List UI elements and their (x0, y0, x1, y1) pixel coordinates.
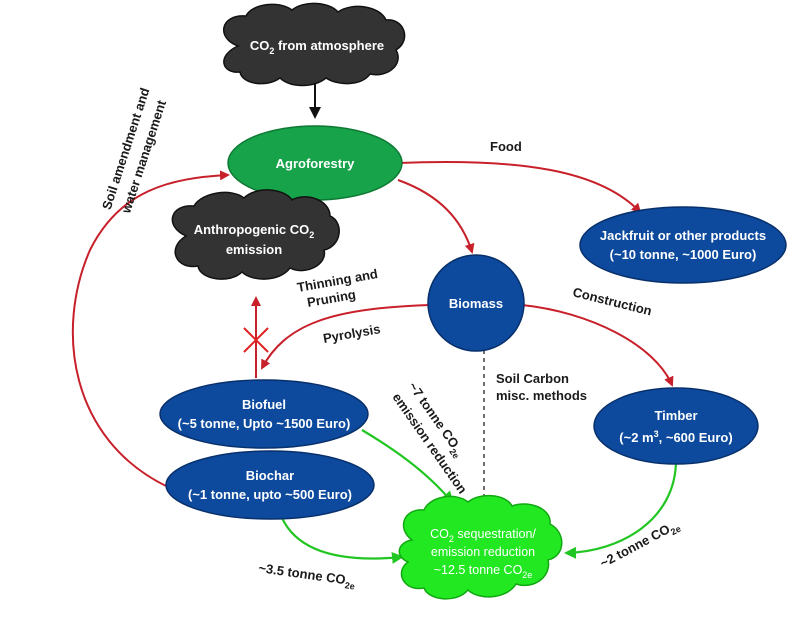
timber-line1: Timber (654, 408, 697, 423)
arrow-timber-to-sequestration (564, 459, 678, 559)
biomass-label: Biomass (449, 296, 503, 311)
biochar-node: Biochar (~1 tonne, upto ~500 Euro) (165, 450, 375, 520)
svg-text:Anthropogenic CO2: Anthropogenic CO2 (194, 222, 315, 240)
label-soil-carbon-2: misc. methods (496, 388, 587, 403)
blocked-cross-icon (243, 327, 269, 353)
co2-atmosphere-cloud: CO2 from atmosphere (222, 2, 406, 87)
biofuel-node: Biofuel (~5 tonne, Upto ~1500 Euro) (159, 379, 369, 449)
svg-text:(~2 m3, ~600 Euro): (~2 m3, ~600 Euro) (619, 429, 732, 445)
sequestration-cloud: CO2 sequestration/ emission reduction ~1… (398, 494, 563, 600)
jackfruit-line1: Jackfruit or other products (600, 228, 766, 243)
co2-atmosphere-text: CO (250, 38, 270, 53)
label-food: Food (490, 139, 522, 154)
biochar-line2: (~1 tonne, upto ~500 Euro) (188, 487, 352, 502)
arrow-agroforestry-to-jackfruit (397, 160, 642, 214)
timber-node: Timber (~2 m3, ~600 Euro) (593, 387, 759, 465)
biomass-node: Biomass (427, 254, 525, 352)
agroforestry-node: Agroforestry (227, 125, 403, 201)
sequestration-line2: emission reduction (431, 545, 535, 559)
anthropogenic-cloud: Anthropogenic CO2 emission (171, 189, 340, 280)
arrow-biochar-to-agroforestry (71, 170, 230, 488)
anthropogenic-text: Anthropogenic CO (194, 222, 310, 237)
label-soil-carbon-1: Soil Carbon (496, 371, 569, 386)
svg-text:CO2 from atmosphere: CO2 from atmosphere (250, 38, 384, 56)
biofuel-line2: (~5 tonne, Upto ~1500 Euro) (178, 416, 351, 431)
svg-text:~3.5 tonne CO2e: ~3.5 tonne CO2e (257, 560, 356, 591)
biochar-line1: Biochar (246, 468, 294, 483)
agroforestry-label: Agroforestry (276, 156, 356, 171)
svg-text:emission: emission (226, 242, 282, 257)
label-construction: Construction (571, 284, 653, 318)
label-biochar-reduction: ~3.5 tonne CO (258, 560, 347, 587)
arrow-biofuel-to-sequestration (361, 429, 454, 504)
arrow-biochar-to-sequestration (281, 517, 404, 564)
timber-line2: (~2 m (619, 430, 653, 445)
label-pyrolysis: Pyrolysis (322, 321, 382, 346)
svg-text:CO2 sequestration/: CO2 sequestration/ (430, 527, 536, 544)
jackfruit-line2: (~10 tonne, ~1000 Euro) (610, 247, 757, 262)
arrow-biomass-to-timber (521, 304, 674, 387)
sequestration-line1: CO (430, 527, 449, 541)
sequestration-line3: ~12.5 tonne CO (434, 563, 523, 577)
jackfruit-node: Jackfruit or other products (~10 tonne, … (579, 206, 787, 284)
biofuel-line1: Biofuel (242, 397, 286, 412)
svg-text:~12.5 tonne CO2e: ~12.5 tonne CO2e (434, 563, 533, 580)
arrow-agroforestry-to-biomass (397, 179, 475, 254)
arrow-biomass-to-biofuel (261, 304, 431, 370)
